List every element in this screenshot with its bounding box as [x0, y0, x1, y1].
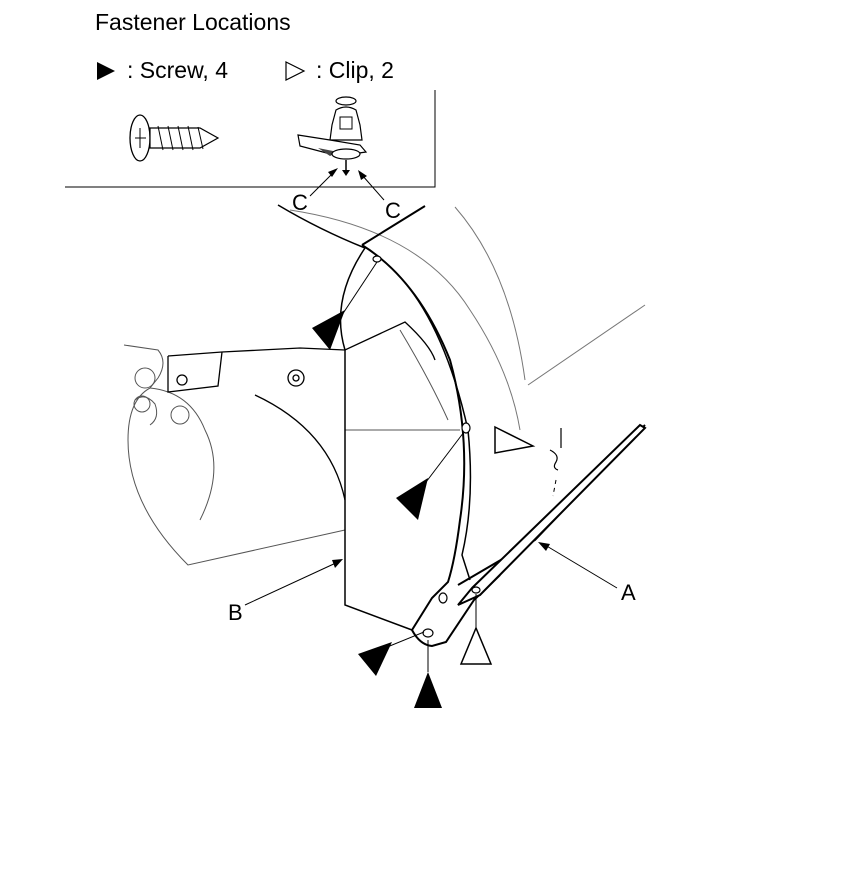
mounting-bracket — [167, 321, 436, 393]
clip-illustration — [297, 96, 385, 201]
legend-clip: : Clip, 2 — [284, 57, 394, 84]
filled-triangle-icon — [97, 61, 115, 80]
diagram-title: Fastener Locations — [95, 9, 291, 35]
screw-illustration — [129, 114, 220, 162]
clip-markers — [459, 425, 562, 665]
body-panel-lines — [289, 206, 646, 431]
legend-box-border — [65, 90, 436, 188]
callout-c-left: C — [292, 190, 308, 215]
engine-bay-outline — [123, 329, 460, 566]
legend-clip-label: : Clip, 2 — [316, 57, 394, 83]
splash-guard-a — [457, 423, 647, 606]
screw-marker-icon — [396, 478, 428, 520]
legend-screw-label: : Screw, 4 — [127, 57, 228, 83]
legend-screw: : Screw, 4 — [95, 57, 228, 84]
callout-b: B — [228, 600, 243, 625]
clip-marker-icon — [494, 425, 536, 454]
screw-marker-icon — [414, 672, 442, 708]
callout-c-right: C — [385, 198, 401, 223]
clip-marker-icon — [459, 626, 493, 665]
outline-triangle-icon — [285, 60, 306, 81]
callout-a: A — [621, 580, 636, 605]
fender-lip-trim — [361, 205, 646, 648]
screw-markers — [312, 261, 465, 708]
fender-liner-b — [277, 204, 413, 631]
screw-marker-icon — [358, 642, 392, 676]
screw-marker-icon — [312, 310, 345, 350]
